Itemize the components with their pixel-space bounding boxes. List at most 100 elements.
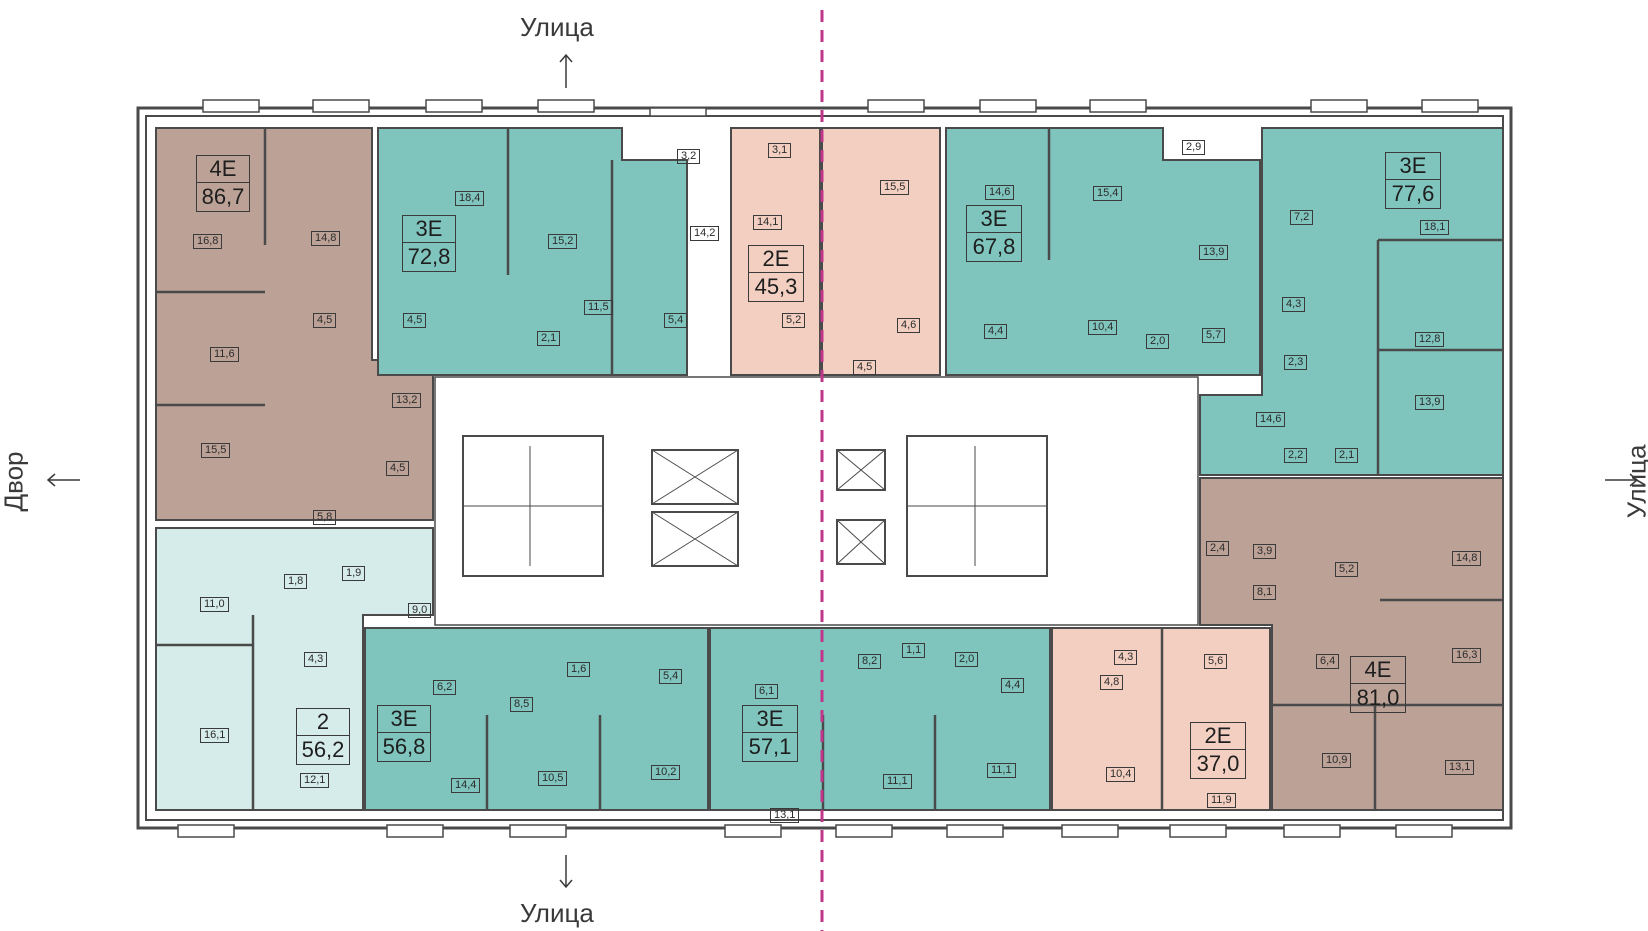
- room-area-label: 16,8: [193, 234, 223, 249]
- room-area-label: 18,1: [1420, 220, 1450, 235]
- room-area-label: 14,2: [690, 226, 720, 241]
- room-area-label: 15,2: [548, 234, 578, 249]
- apartment-3e-72-8: [377, 127, 688, 376]
- room-area-label: 15,5: [880, 180, 910, 195]
- apartment-badge-a1[interactable]: 4Е 86,7: [196, 155, 250, 212]
- apartment-badge-a4[interactable]: 3Е 67,8: [966, 205, 1022, 262]
- room-area-label: 11,5: [584, 300, 613, 315]
- apartment-badge-a2[interactable]: 3Е 72,8: [402, 215, 456, 272]
- room-area-label: 11,1: [883, 774, 912, 789]
- room-area-label: 11,6: [210, 347, 239, 362]
- room-area-label: 1,8: [284, 574, 308, 589]
- apartment-type: 2Е: [1191, 723, 1245, 750]
- stairwell-right: [906, 435, 1048, 577]
- room-area-label: 1,9: [342, 566, 366, 581]
- room-area-label: 2,2: [1284, 448, 1308, 463]
- room-area-label: 4,4: [984, 324, 1008, 339]
- apartment-type: 4Е: [197, 156, 249, 183]
- direction-label-right: Улица: [1621, 444, 1648, 519]
- room-area-label: 12,8: [1415, 332, 1445, 347]
- apartment-type: 3Е: [378, 706, 430, 733]
- apartment-badge-a6[interactable]: 2 56,2: [296, 708, 350, 765]
- room-area-label: 2,4: [1206, 541, 1230, 556]
- room-area-label: 4,5: [313, 313, 337, 328]
- direction-label-left: Двор: [0, 451, 29, 512]
- apartment-area: 45,3: [754, 274, 798, 299]
- room-area-label: 4,5: [853, 360, 877, 375]
- direction-label-top: Улица: [520, 12, 594, 42]
- apartment-fills: [155, 127, 1504, 811]
- apartment-area: 77,6: [1391, 181, 1435, 206]
- apartment-type: 4Е: [1351, 657, 1405, 684]
- room-area-label: 6,4: [1316, 654, 1340, 669]
- apartment-area: 67,8: [972, 234, 1016, 259]
- apartment-type: 3Е: [967, 206, 1021, 233]
- room-area-label: 14,1: [753, 215, 783, 230]
- room-area-label: 18,4: [455, 191, 485, 206]
- room-area-label: 1,6: [567, 662, 591, 677]
- apartment-area: 37,0: [1196, 751, 1240, 776]
- room-area-label: 14,8: [1452, 551, 1482, 566]
- room-area-label: 6,2: [433, 680, 457, 695]
- room-area-label: 10,9: [1322, 753, 1352, 768]
- apartment-badge-a10[interactable]: 4Е 81,0: [1350, 656, 1406, 713]
- room-area-label: 13,9: [1415, 395, 1445, 410]
- apartment-3e-67-8: [945, 127, 1261, 376]
- apartment-3e-77-6: [1199, 127, 1504, 476]
- room-area-label: 10,2: [651, 765, 681, 780]
- room-area-label: 5,4: [659, 669, 683, 684]
- room-area-label: 2,9: [1182, 140, 1206, 155]
- room-area-label: 2,3: [1284, 355, 1308, 370]
- room-area-label: 11,1: [987, 763, 1016, 778]
- room-area-label: 10,5: [538, 771, 568, 786]
- room-area-label: 2,0: [1146, 334, 1170, 349]
- room-area-label: 14,6: [985, 185, 1015, 200]
- room-area-label: 13,1: [770, 808, 800, 823]
- room-area-label: 4,6: [897, 318, 921, 333]
- room-area-label: 5,2: [1335, 562, 1359, 577]
- room-area-label: 10,4: [1088, 320, 1118, 335]
- room-area-label: 11,9: [1207, 793, 1236, 808]
- apartment-3e-57-1: [709, 627, 1051, 811]
- apartment-badge-a8[interactable]: 3Е 57,1: [742, 705, 798, 762]
- room-area-label: 2,1: [537, 331, 561, 346]
- apartment-badge-a5[interactable]: 3Е 77,6: [1385, 152, 1441, 209]
- direction-arrows: [46, 53, 1639, 889]
- room-area-label: 3,1: [768, 143, 792, 158]
- apartment-badge-a9[interactable]: 2Е 37,0: [1190, 722, 1246, 779]
- room-area-label: 13,9: [1199, 245, 1229, 260]
- room-area-label: 13,1: [1445, 760, 1475, 775]
- room-area-label: 12,1: [300, 773, 330, 788]
- room-area-label: 5,2: [782, 313, 806, 328]
- room-area-label: 6,1: [755, 684, 779, 699]
- room-area-label: 14,8: [311, 231, 341, 246]
- room-area-label: 5,7: [1202, 328, 1226, 343]
- room-area-label: 4,4: [1001, 678, 1025, 693]
- apartment-3e-56-8: [364, 627, 709, 811]
- room-area-label: 3,2: [677, 149, 701, 164]
- room-area-label: 3,9: [1253, 544, 1277, 559]
- apartment-area: 56,8: [382, 734, 426, 759]
- apartment-type: 2Е: [749, 246, 803, 273]
- room-area-label: 8,5: [510, 697, 534, 712]
- room-area-label: 14,4: [451, 778, 481, 793]
- apartment-type: 3Е: [403, 216, 455, 243]
- room-area-label: 5,8: [313, 510, 337, 525]
- room-area-label: 5,6: [1204, 654, 1228, 669]
- room-area-label: 8,1: [1253, 585, 1277, 600]
- apartment-2-56-2: [155, 527, 434, 811]
- apartment-area: 81,0: [1356, 685, 1400, 710]
- room-area-label: 9,0: [408, 603, 432, 618]
- room-area-label: 16,3: [1452, 648, 1482, 663]
- room-area-label: 5,4: [664, 313, 688, 328]
- apartment-4e-81-0: [1199, 477, 1504, 811]
- apartment-type: 3Е: [1386, 153, 1440, 180]
- apartment-badge-a3[interactable]: 2Е 45,3: [748, 245, 804, 302]
- room-area-label: 4,3: [1282, 297, 1306, 312]
- apartment-badge-a7[interactable]: 3Е 56,8: [377, 705, 431, 762]
- room-area-label: 1,1: [902, 643, 926, 658]
- room-area-label: 7,2: [1290, 210, 1314, 225]
- room-area-label: 11,0: [200, 597, 229, 612]
- room-area-label: 10,4: [1106, 767, 1136, 782]
- internal-walls: [156, 128, 1503, 810]
